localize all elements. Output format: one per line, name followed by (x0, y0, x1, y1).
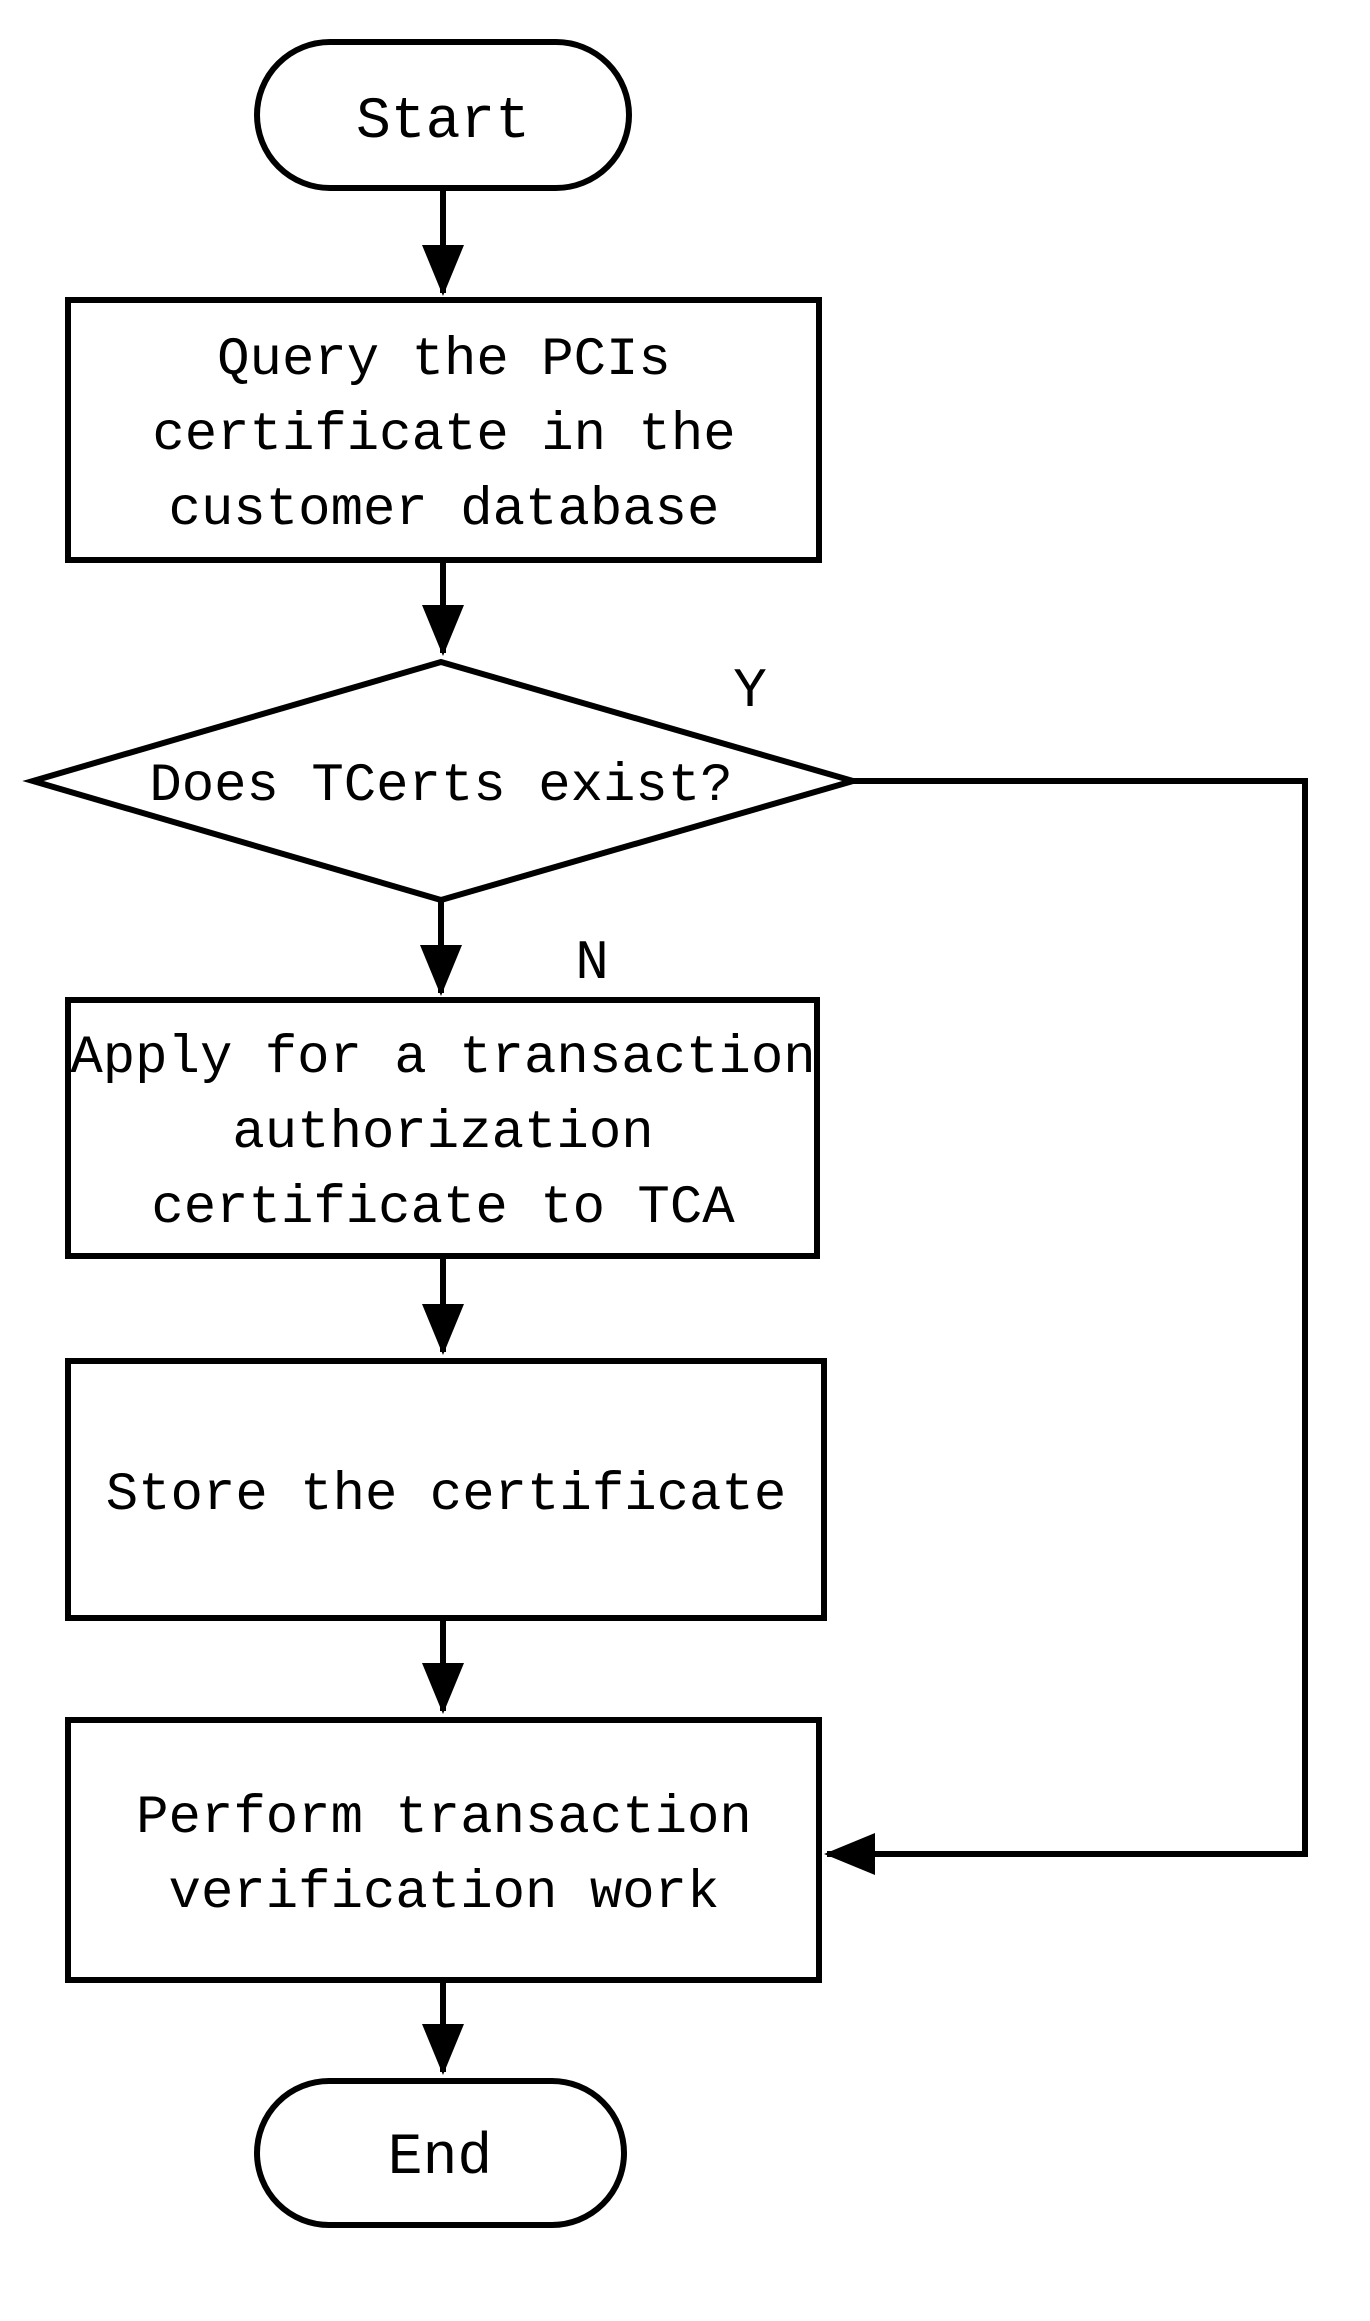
query-line-2: certificate in the (152, 405, 735, 466)
perform-line-1: Perform transaction (136, 1788, 752, 1849)
end-label: End (388, 2126, 492, 2191)
end-terminator (254, 2078, 627, 2228)
edge-decision-perform (824, 778, 1308, 1875)
store-line-1: Store the certificate (106, 1465, 787, 1526)
query-line-1: Query the PCIs (217, 330, 671, 391)
process-perform-verification (65, 1717, 822, 1983)
branch-label-no: N (575, 931, 609, 995)
perform-line-2: verification work (169, 1863, 720, 1924)
apply-line-3: certificate to TCA (151, 1178, 735, 1239)
query-line-3: customer database (169, 480, 720, 541)
branch-label-yes: Y (733, 659, 767, 723)
apply-line-1: Apply for a transaction (70, 1028, 815, 1089)
decision-label: Does TCerts exist? (149, 756, 732, 817)
apply-line-2: authorization (232, 1103, 653, 1164)
start-label: Start (356, 90, 530, 155)
